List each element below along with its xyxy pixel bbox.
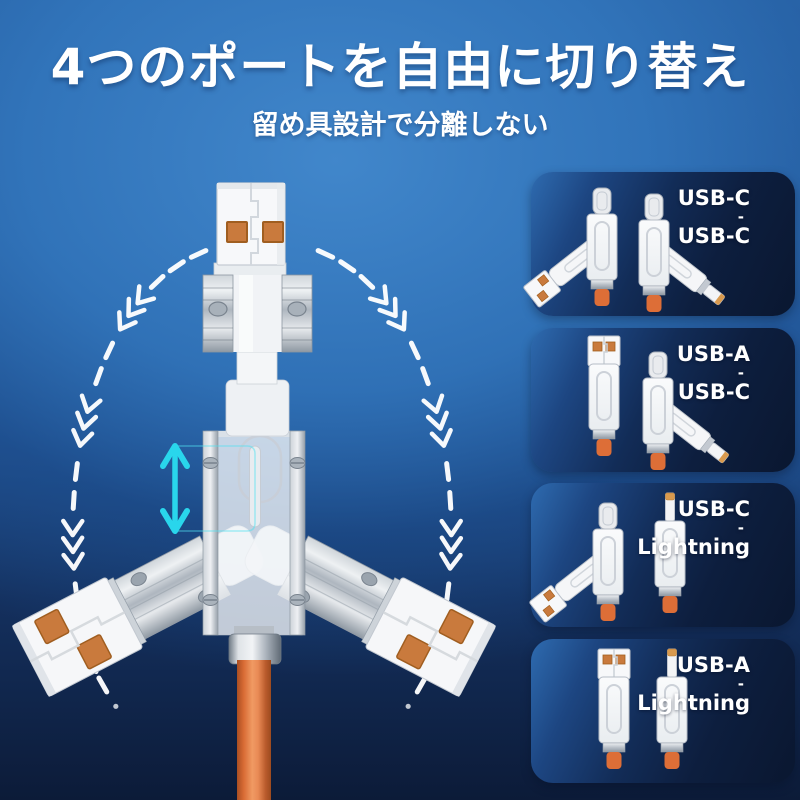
separator-dash: - (737, 364, 744, 382)
connector-stem (225, 351, 290, 437)
port-bottom-label: USB-C (677, 380, 750, 404)
orange-cable (237, 660, 271, 800)
combo-label: USB-A - Lightning (637, 652, 750, 717)
metal-collar (202, 262, 313, 353)
port-top-label: USB-C (677, 186, 750, 210)
swivel-housing (202, 430, 306, 636)
combo-panel-usbc-usbc: USB-C - USB-C (531, 172, 795, 316)
cable-ring (228, 626, 282, 665)
combo-label: USB-C - USB-C (678, 185, 750, 250)
separator-dash: - (737, 519, 744, 537)
housing-screws (202, 457, 306, 606)
slide-range-indicator (160, 443, 256, 534)
port-top-label: USB-A (676, 342, 750, 366)
port-top-label: USB-A (676, 653, 750, 677)
port-top-label: USB-C (677, 497, 750, 521)
separator-dash: - (737, 675, 744, 693)
combo-label: USB-A - USB-C (677, 341, 750, 406)
page-subtitle: 留め具設計で分離しない (251, 110, 549, 141)
separator-dash: - (737, 208, 744, 226)
port-bottom-label: USB-C (677, 224, 750, 248)
combo-panel-usbc-lightning: USB-C - Lightning (531, 483, 795, 627)
combo-panel-usba-usbc: USB-A - USB-C (531, 328, 795, 472)
port-bottom-label: Lightning (637, 691, 750, 715)
combo-label: USB-C - Lightning (637, 496, 750, 561)
page-title: 4つのポートを自由に切り替え (50, 38, 750, 96)
usb-a-plug-top (216, 182, 286, 266)
combo-panel-usba-lightning: USB-A - Lightning (531, 639, 795, 783)
rotating-connector-illustration (12, 182, 498, 800)
vertical-double-arrow-icon (160, 443, 190, 534)
port-bottom-label: Lightning (637, 535, 750, 559)
